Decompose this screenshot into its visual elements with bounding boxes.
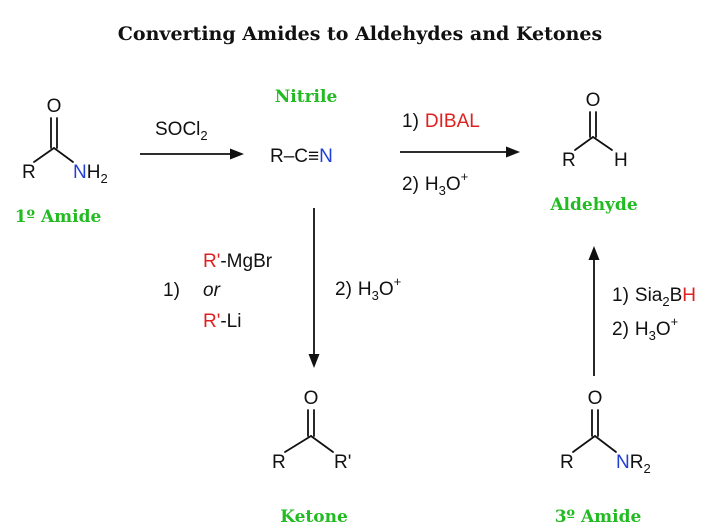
sia2bh-sia: Sia bbox=[635, 285, 663, 306]
h3o-amide-step-number: 2) bbox=[612, 319, 629, 340]
h3o-ketone-o: O bbox=[379, 279, 394, 300]
arrow-tertiary-amide-to-aldehyde bbox=[588, 246, 600, 376]
amide3-nr2: NR2 bbox=[616, 452, 651, 476]
or-text: or bbox=[203, 280, 221, 301]
h3o-step-number: 2) bbox=[402, 174, 419, 195]
grignard-reagent: R'-MgBr bbox=[203, 251, 273, 272]
h3o-subscript: 3 bbox=[439, 183, 446, 198]
amide1-h-atom: H bbox=[87, 162, 101, 183]
aldehyde-h-atom: H bbox=[614, 150, 628, 171]
dibal-step: 1) DIBAL bbox=[402, 111, 480, 132]
aldehyde-r-atom: R bbox=[562, 150, 576, 171]
h3o-step-aldehyde: 2) H3O+ bbox=[402, 169, 468, 198]
amide3-r-atom: R bbox=[560, 452, 574, 473]
sia2bh-h: H bbox=[682, 285, 696, 306]
amide1-o-atom: O bbox=[47, 96, 62, 117]
h3o-amide-o: O bbox=[656, 319, 671, 340]
h3o-step-ketone: 2) H3O+ bbox=[335, 274, 401, 303]
organolithium-rprime: R' bbox=[203, 311, 220, 332]
sia2bh-b: B bbox=[670, 285, 683, 306]
amide1-h-subscript: 2 bbox=[100, 171, 107, 186]
aldehyde-r-c-bond bbox=[574, 136, 594, 151]
organolithium-reagent: R'-Li bbox=[203, 311, 241, 332]
h3o-ketone-superscript: + bbox=[394, 274, 402, 289]
aldehyde-c-h-bond bbox=[592, 136, 613, 151]
h3o-step-amide: 2) H3O+ bbox=[612, 314, 678, 343]
amide1-nh2: NH2 bbox=[73, 162, 108, 186]
h3o-o: O bbox=[446, 174, 461, 195]
nitrile-name: Nitrile bbox=[275, 87, 338, 107]
h3o-h: H bbox=[425, 174, 439, 195]
dibal-reagent: DIBAL bbox=[425, 111, 480, 132]
amide1-r-atom: R bbox=[22, 162, 36, 183]
aldehyde-name: Aldehyde bbox=[549, 195, 637, 215]
sia2bh-step-number: 1) bbox=[612, 285, 629, 306]
organolithium-li: -Li bbox=[220, 311, 241, 332]
amide3-c-n-bond bbox=[594, 435, 617, 453]
nitrile-rc-bonds: R–C≡ bbox=[270, 146, 319, 167]
amide3-o-atom: O bbox=[588, 388, 603, 409]
h3o-ketone-step-number: 2) bbox=[335, 279, 352, 300]
ketone-step-one-number: 1) bbox=[163, 280, 180, 301]
amide3-r-c-bond bbox=[572, 435, 596, 453]
h3o-amide-h: H bbox=[635, 319, 649, 340]
ketone-c-rprime-bond bbox=[310, 435, 334, 453]
nitrile-structure: R–C≡N bbox=[270, 146, 333, 167]
h3o-superscript: + bbox=[461, 169, 469, 184]
aldehyde-o-atom: O bbox=[586, 90, 601, 111]
h3o-amide-superscript: + bbox=[671, 314, 679, 329]
socl2-subscript: 2 bbox=[200, 128, 207, 143]
amide3-n-atom: N bbox=[616, 452, 630, 473]
amide1-n-atom: N bbox=[73, 162, 87, 183]
amide1-r-c-bond bbox=[33, 147, 55, 163]
arrow-nitrile-to-ketone bbox=[308, 208, 320, 368]
amide1-c-n-bond bbox=[53, 147, 74, 163]
socl2-text: SOCl bbox=[155, 119, 200, 140]
tertiary-amide-name: 3º Amide bbox=[555, 507, 642, 527]
primary-amide-name: 1º Amide bbox=[15, 207, 102, 227]
ketone-structure: R O R' bbox=[272, 388, 351, 473]
sia2bh-subscript: 2 bbox=[662, 294, 669, 309]
ketone-name: Ketone bbox=[280, 507, 348, 527]
aldehyde-structure: R O H bbox=[562, 90, 628, 171]
grignard-rprime: R' bbox=[203, 251, 220, 272]
sia2bh-step: 1) Sia2BH bbox=[612, 285, 696, 309]
scheme-title: Converting Amides to Aldehydes and Keton… bbox=[118, 23, 602, 45]
amide3-r-substituent: R bbox=[630, 452, 644, 473]
h3o-amide-subscript: 3 bbox=[649, 328, 656, 343]
socl2-reagent: SOCl2 bbox=[155, 119, 208, 143]
primary-amide-structure: R O NH2 bbox=[22, 96, 108, 186]
grignard-mgbr: -MgBr bbox=[220, 251, 272, 272]
ketone-r-atom: R bbox=[272, 452, 286, 473]
ketone-rprime-atom: R' bbox=[334, 452, 351, 473]
tertiary-amide-structure: R O NR2 bbox=[560, 388, 651, 476]
ketone-r-c-bond bbox=[284, 435, 312, 453]
nitrile-n-atom: N bbox=[319, 146, 333, 167]
ketone-o-atom: O bbox=[304, 388, 319, 409]
arrow-nitrile-to-aldehyde bbox=[400, 146, 520, 158]
h3o-ketone-h: H bbox=[358, 279, 372, 300]
amide3-r-subscript: 2 bbox=[643, 461, 650, 476]
arrow-amide-to-nitrile bbox=[140, 148, 244, 160]
h3o-ketone-subscript: 3 bbox=[372, 288, 379, 303]
dibal-step-number: 1) bbox=[402, 111, 419, 132]
